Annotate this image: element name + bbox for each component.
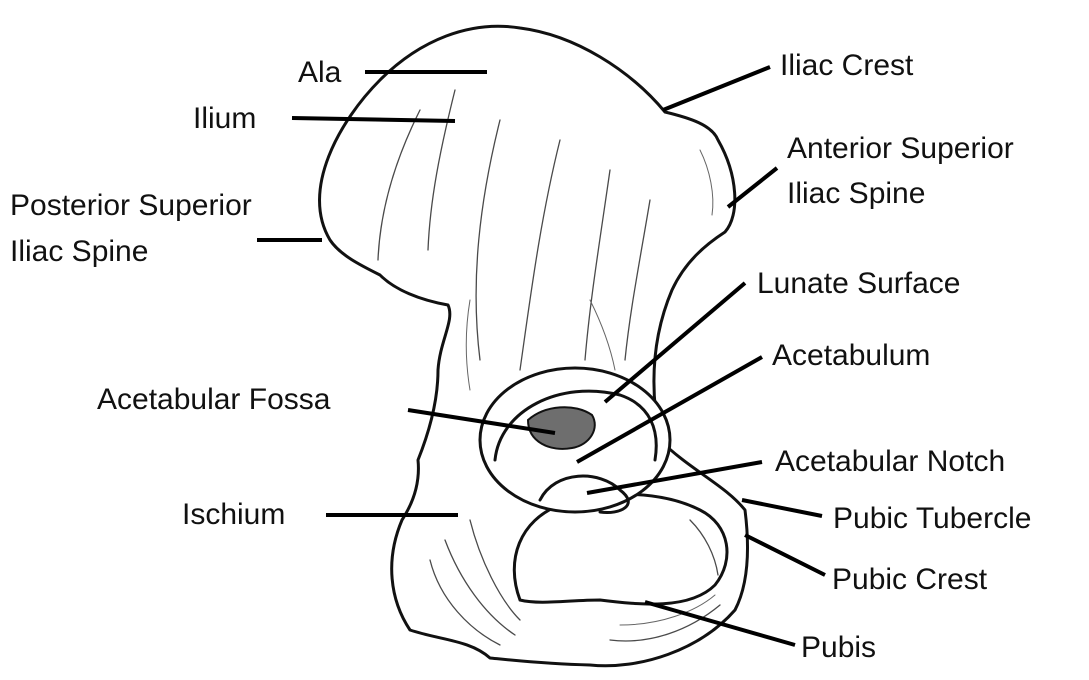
label-pubis: Pubis	[801, 631, 876, 664]
label-posterior-superior-line2: Iliac Spine	[10, 235, 148, 268]
label-posterior-superior-line1: Posterior Superior	[10, 189, 252, 222]
label-ischium: Ischium	[182, 498, 285, 531]
label-acetabular-notch: Acetabular Notch	[775, 445, 1005, 478]
label-ilium: Ilium	[193, 102, 256, 135]
label-anterior-superior-line2: Iliac Spine	[787, 177, 925, 210]
label-acetabular-fossa: Acetabular Fossa	[97, 383, 331, 416]
label-iliac-crest: Iliac Crest	[780, 49, 914, 82]
label-acetabulum: Acetabulum	[772, 339, 930, 372]
label-pubic-crest: Pubic Crest	[832, 563, 988, 596]
label-ala: Ala	[298, 56, 342, 89]
label-anterior-superior-line1: Anterior Superior	[787, 132, 1014, 165]
label-pubic-tubercle: Pubic Tubercle	[833, 502, 1031, 535]
label-lunate-surface: Lunate Surface	[757, 267, 960, 300]
